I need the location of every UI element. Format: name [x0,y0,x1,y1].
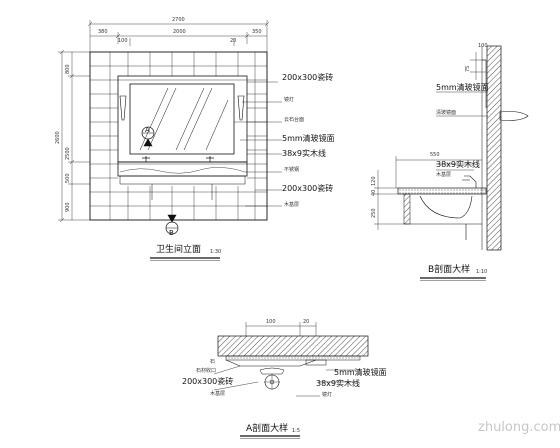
seca-note-strip: 38x9实木线 [316,379,361,388]
section-b-wall [486,45,502,251]
section-b-detail [374,45,529,281]
secb-dim-v2: 40 [371,189,377,196]
secb-dim-side2: 250 [371,208,377,218]
secb-note-strip: 38x9实木线 [436,160,481,169]
section-b-scale: 1:10 [476,269,488,275]
elev-dim-sub-right: 20 [230,38,237,44]
section-a-dimensions [245,322,317,336]
section-a-title: A剖面大样 [246,424,289,434]
section-b-basin [419,195,473,219]
leader-lines [234,81,282,207]
elev-dim-c: 2500 [65,147,71,160]
seca-dim-d2: 20 [303,319,310,325]
elev-dim-center: 2000 [173,29,186,35]
section-b-title: B剖面大样 [428,265,471,275]
elev-dim-b: 2600 [55,131,61,144]
elev-dim-d: 500 [65,173,71,183]
elev-dim-a: 800 [65,64,71,74]
section-a-ceiling-slab [217,335,369,357]
seca-note-mirror: 5mm清玻镜面 [334,368,387,377]
section-a-lamp [259,367,285,390]
mirror [129,83,235,155]
secb-dim-width: 550 [430,152,440,158]
right-sconce [237,95,245,121]
secb-dim-v1: 120 [371,176,377,186]
elev-note-mirror: 5mm清玻镜面 [282,134,335,143]
watermark: zhulong.com [478,420,560,435]
top-dimensions [87,20,270,52]
seca-dim-d1: 100 [266,319,276,325]
elev-dim-overall: 2700 [172,17,185,23]
elev-note-tile-low: 200x300瓷砖 [282,184,334,193]
elev-dim-left: 380 [98,29,108,35]
section-a-edge [225,359,317,367]
elevation-title: 卫生间立面 [156,245,202,255]
elev-note-stone: 云石台面 [284,117,305,123]
section-b-cabinet [403,193,411,225]
left-sconce [119,95,127,121]
tile-grid [90,52,267,220]
elev-note-lamp: 镜灯 [284,97,295,103]
marker-b-label: B [169,229,174,237]
mirror-frame [117,75,248,163]
marker-a-label: A [145,126,150,134]
section-a-detail [213,322,369,439]
secb-note-glass: 清玻镜面 [436,110,457,116]
elev-dim-right: 350 [252,29,262,35]
vanity-apron [119,175,246,185]
elev-note-steel: 不锈钢 [284,167,300,173]
elev-note-base: 木基层 [284,202,300,208]
faucet-left [142,156,150,162]
section-b-faucet [462,175,477,188]
seca-note-tile: 200x300瓷砖 [182,377,234,386]
counter-stone [119,167,246,174]
faucet-right [206,156,214,162]
secb-note-base: 木基层 [436,172,452,178]
elev-note-tile: 200x300瓷砖 [282,73,334,82]
section-a-strip [305,359,327,366]
section-b-leaders [436,91,488,171]
seca-note-base: 木基层 [210,391,226,397]
seca-note-stone: 石 [210,359,216,365]
seca-note-lamp: 镜灯 [322,392,333,398]
elev-note-strip: 38x9实木线 [282,149,327,158]
section-a-scale: 1:5 [292,428,301,434]
bathroom-elevation [58,20,282,261]
seca-note-edge: 石材收口 [196,368,217,374]
section-marker-b [165,214,179,235]
secb-note-mirror: 5mm清玻镜面 [436,83,489,92]
elevation-scale: 1:30 [210,249,222,255]
section-b-counter [397,187,487,195]
section-a-mirror-layer [225,355,361,361]
left-dimensions [58,49,90,223]
section-b-sconce [499,111,529,121]
elev-dim-sub-left: 100 [118,38,128,44]
section-b-dimensions [374,52,486,230]
mirror-reflection [139,87,229,151]
section-marker-a [141,126,155,147]
secb-dim-top: 100 [478,43,488,49]
elev-dim-e: 900 [65,202,71,212]
section-a-leaders [213,365,360,397]
secb-dim-side1: 75 [465,65,471,72]
